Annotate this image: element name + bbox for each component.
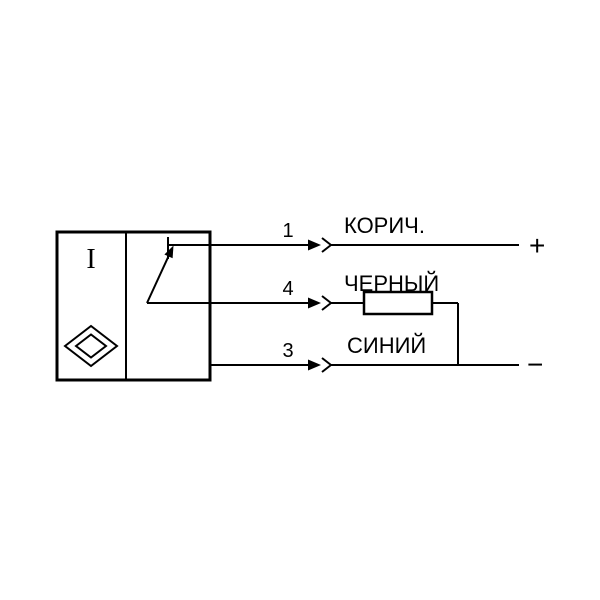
wire-color-label-black: ЧЕРНЫЙ	[344, 271, 439, 296]
inductive-sensor-icon	[63, 324, 119, 368]
wire-black	[147, 290, 459, 365]
connector-pin-icon	[308, 297, 321, 309]
minus-terminal-label: −	[527, 349, 543, 380]
actuation-arrow-icon	[164, 245, 174, 259]
switch-symbol-icon	[146, 237, 174, 304]
connector-socket-icon	[321, 295, 332, 311]
plus-terminal-label: +	[529, 230, 545, 261]
connector-pin-icon	[308, 359, 321, 371]
sensor-type-label: I	[86, 244, 95, 275]
wire-blue	[209, 357, 519, 373]
sensor-outline	[55, 230, 212, 382]
connector-socket-icon	[321, 237, 332, 253]
pin-number-3: 3	[282, 340, 293, 362]
pin-number-4: 4	[282, 278, 293, 300]
sensor-body	[55, 230, 212, 382]
inductive-sensor-inner-icon	[74, 333, 108, 359]
pin-number-1: 1	[282, 220, 293, 242]
wire-color-label-blue: СИНИЙ	[347, 333, 426, 358]
connector-pin-icon	[308, 239, 321, 251]
wire-brown	[168, 237, 519, 253]
connector-socket-icon	[321, 357, 332, 373]
switch-arm	[146, 252, 171, 304]
wire-color-label-brown: КОРИЧ.	[344, 213, 425, 238]
